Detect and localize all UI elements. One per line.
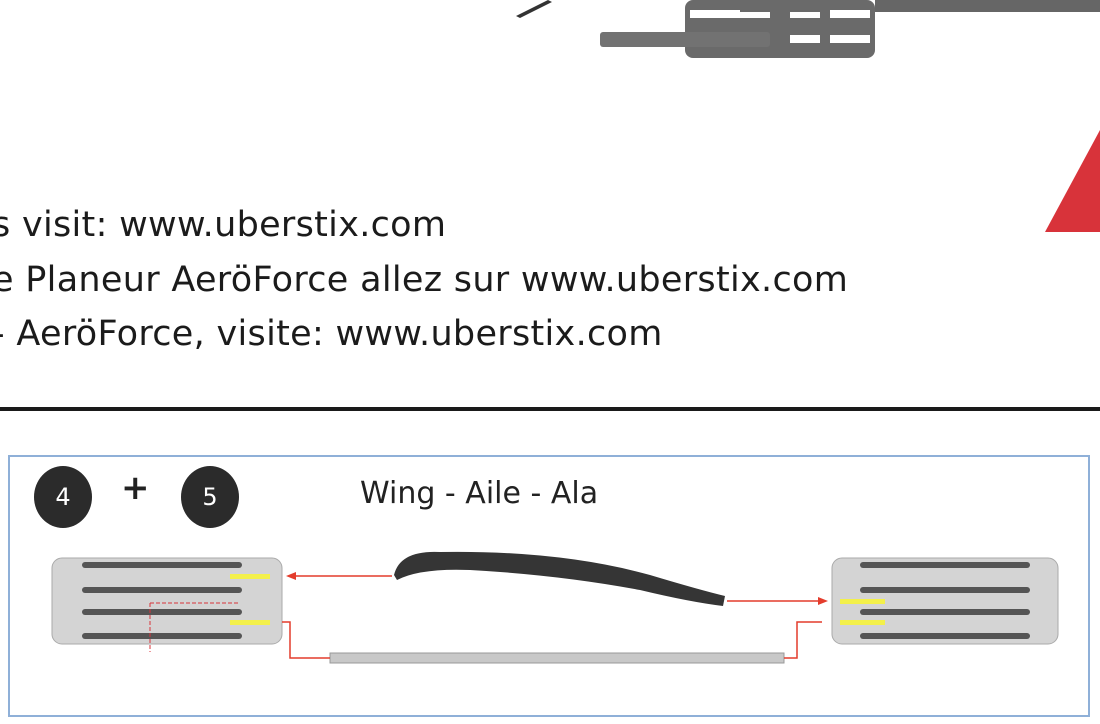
- assembly-arrows: [282, 575, 822, 659]
- connector-hub-left: [51, 557, 283, 652]
- part-number-badge: 4: [34, 466, 92, 528]
- wing-piece: [394, 551, 725, 606]
- plus-sign: +: [121, 468, 150, 508]
- website-line-english: s visit: www.uberstix.com: [0, 205, 447, 245]
- red-triangle-decoration: [1045, 130, 1100, 232]
- part-number-badge: 5: [181, 466, 239, 528]
- glider-illustration-fragment: [516, 0, 1100, 58]
- step-title: Wing - Aile - Ala: [360, 476, 599, 511]
- website-line-spanish: - AeröForce, visite: www.uberstix.com: [0, 314, 663, 354]
- section-divider: [0, 407, 1100, 411]
- connector-hub-right: [831, 557, 1059, 645]
- assembly-step-panel: [8, 455, 1090, 717]
- website-line-french: e Planeur AeröForce allez sur www.uberst…: [0, 260, 849, 300]
